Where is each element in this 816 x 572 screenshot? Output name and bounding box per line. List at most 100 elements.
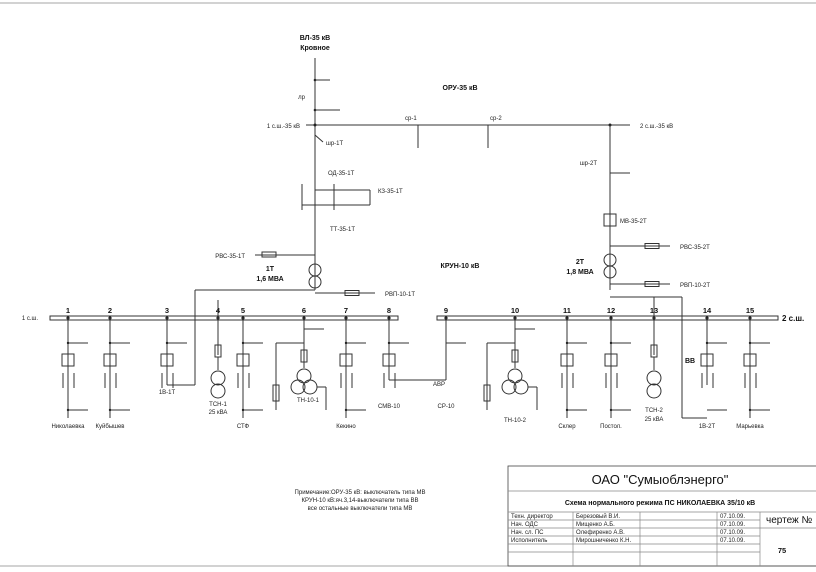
feeder-number: 12 <box>607 306 615 315</box>
sect-disconnector-1-label: ср-1 <box>405 116 417 122</box>
bus10-1-label: 1 с.ш. <box>22 316 38 322</box>
feeder-label: Куйбышев <box>96 423 125 430</box>
feeder-rating: 25 кВА <box>645 417 664 423</box>
t1-arrester-lv-label: РВП-10-1Т <box>385 292 415 298</box>
feeder-label: СР-10 <box>437 404 455 410</box>
transformer-2-bay: шр-2Т МВ-35-2Т РВС-35-2Т 2Т 1,8 МВА РВП-… <box>566 125 710 418</box>
circuit-breaker-icon <box>560 353 574 367</box>
note-line: КРУН-10 кВ:яч.3,14-выключатели типа ВВ <box>302 498 419 504</box>
transformer-winding-icon <box>646 383 662 399</box>
signer-role: Нач. ОДС <box>511 522 539 528</box>
arrester-icon <box>483 384 491 402</box>
feeder-6: 6ТН-10-1 <box>272 306 327 410</box>
fuse-icon <box>511 349 519 363</box>
signer-name: Олефиренко А.В. <box>576 530 625 536</box>
lr-label: лр <box>298 95 306 101</box>
drawing-label: чертеж № <box>766 515 812 526</box>
signer-role: Исполнитель <box>511 538 547 544</box>
feeder-number: 6 <box>302 306 306 315</box>
signature-row: Техн. директор Березовый В.И. 07.10.09. <box>511 513 745 520</box>
sign-date: 07.10.09. <box>720 538 745 544</box>
circuit-breaker-icon <box>61 353 75 367</box>
t2-disconnector-label: шр-2Т <box>580 161 597 167</box>
avr-label: АВР <box>433 382 445 388</box>
bus10-2-label: 2 с.ш. <box>782 314 804 323</box>
t1-kz-label: КЗ-35-1Т <box>378 189 403 195</box>
t1-od-label: ОД-35-1Т <box>328 171 355 177</box>
sign-date: 07.10.09. <box>720 522 745 528</box>
drawing-number: 75 <box>778 546 786 555</box>
feeder-label: 1В-2Т <box>699 424 716 430</box>
t1-arrester-hv-label: РВС-35-1Т <box>215 254 245 260</box>
feeder-number: 5 <box>241 306 245 315</box>
signature-row: Исполнитель Мирошниченко К.Н. 07.10.09. <box>511 538 745 544</box>
bus35-1-label: 1 с.ш.-35 кВ <box>267 124 300 130</box>
vt-winding-icon <box>290 379 306 395</box>
bus-10: 1 с.ш. 2 с.ш. <box>22 314 804 323</box>
signer-name: Березовый В.И. <box>576 513 620 520</box>
circuit-breaker-icon <box>339 353 353 367</box>
feeder-number: 15 <box>746 306 754 315</box>
feeder-number: 9 <box>444 306 448 315</box>
t1-disconnector-label: шр-1Т <box>326 141 343 147</box>
feeder-number: 14 <box>703 306 712 315</box>
feeder-rating: 25 кВА <box>209 410 228 416</box>
feeder-label: ТН-10-2 <box>504 418 527 424</box>
bus35-2-label: 2 с.ш.-35 кВ <box>640 124 673 130</box>
note-line: все остальные выключатели типа МВ <box>308 506 413 512</box>
feeder-label: ТН-10-1 <box>297 398 320 404</box>
feeder-label: СТФ <box>237 424 250 430</box>
transformer-1-bay: шр-1Т ОД-35-1Т КЗ-35-1Т ТТ-35-1Т РВС-35-… <box>194 134 415 385</box>
t2-name: 2Т <box>576 259 585 266</box>
t2-rating: 1,8 МВА <box>566 269 593 276</box>
feeder-label: Николаевка <box>51 424 85 430</box>
signer-name: Мищенко А.Б. <box>576 522 615 528</box>
line-35-feeder: лр <box>298 58 340 290</box>
circuit-breaker-icon <box>700 353 714 367</box>
sign-date: 07.10.09. <box>720 514 745 520</box>
feeder-number: 2 <box>108 306 112 315</box>
feeder-label: 1В-1Т <box>159 390 176 396</box>
company-name: ОАО "Сумыоблэнерго" <box>592 472 729 487</box>
feeder-9: 9СР-10 АВР <box>433 306 466 410</box>
feeder-number: 7 <box>344 306 348 315</box>
feeder-3: 31В-1Т <box>159 306 195 396</box>
signer-role: Техн. директор <box>511 514 553 520</box>
circuit-breaker-icon <box>160 353 174 367</box>
drawing-title: Схема нормального режима ПС НИКОЛАЕВКА 3… <box>565 500 755 507</box>
line-35-name: ВЛ-35 кВ <box>300 35 330 42</box>
signature-row: Нач. ОДС Мищенко А.Б. 07.10.09. <box>511 522 745 528</box>
feeder-label: Склер <box>558 424 576 430</box>
circuit-breaker-icon <box>236 353 250 367</box>
arrester-icon <box>272 384 280 402</box>
line-35-destination: Кровное <box>300 45 330 52</box>
vt-winding-icon <box>296 368 312 384</box>
feeder-label: ТСН-1 <box>209 402 227 408</box>
note: Примечание:ОРУ-35 кВ: выключатель типа М… <box>295 490 426 512</box>
circuit-breaker-icon <box>103 353 117 367</box>
feeder-label: ТСН-2 <box>645 408 663 414</box>
feeder-label: СМВ-10 <box>378 404 401 410</box>
title-block: ОАО "Сумыоблэнерго" Схема нормального ре… <box>507 465 816 567</box>
breaker-type-label: ВВ <box>685 358 695 365</box>
signer-name: Мирошниченко К.Н. <box>576 538 631 544</box>
feeder-number: 11 <box>563 306 571 315</box>
oru-label: ОРУ-35 кВ <box>443 85 478 92</box>
bus-35: 1 с.ш.-35 кВ 2 с.ш.-35 кВ ср-1 ср-2 <box>267 116 673 148</box>
t1-rating: 1,6 МВА <box>256 276 283 283</box>
sign-date: 07.10.09. <box>720 530 745 536</box>
t1-ct-label: ТТ-35-1Т <box>330 227 355 233</box>
feeder-label: Постол. <box>600 424 622 430</box>
t2-arrester-hv-label: РВС-35-2Т <box>680 245 710 251</box>
